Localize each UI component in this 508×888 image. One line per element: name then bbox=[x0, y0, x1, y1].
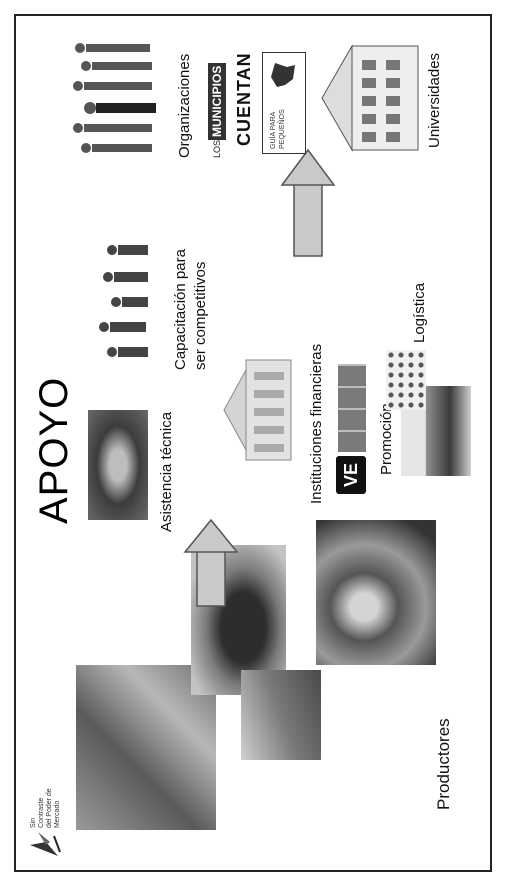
label-capacitacion-2: ser competitivos bbox=[192, 261, 209, 370]
label-promocion: Promoción bbox=[378, 403, 395, 475]
university-building-icon bbox=[321, 44, 419, 152]
technical-assistance-photo bbox=[88, 410, 148, 520]
map-icon bbox=[271, 63, 295, 87]
logistics-dots-photo bbox=[386, 350, 426, 410]
guia-text: GUÍA PARA PEQUEÑOS bbox=[270, 109, 286, 149]
label-capacitacion-1: Capacitación para bbox=[172, 249, 189, 370]
lmc-los-text: LOS bbox=[212, 139, 222, 158]
bank-building-icon bbox=[223, 359, 292, 461]
label-instituciones: Instituciones financieras bbox=[308, 343, 325, 504]
label-productores: Productores bbox=[434, 718, 453, 810]
lmc-cuentan-text: CUENTAN bbox=[234, 52, 254, 146]
label-universidades: Universidades bbox=[426, 52, 443, 148]
promo-blocks bbox=[338, 364, 366, 452]
guia-box: GUÍA PARA PEQUEÑOS bbox=[262, 52, 306, 154]
slide-title: APOYO bbox=[32, 376, 76, 524]
ve-badge: VE bbox=[336, 456, 366, 494]
label-asistencia: Asistencia técnica bbox=[158, 411, 175, 532]
lmc-municipios-text: MUNICIPIOS bbox=[208, 62, 226, 140]
field-photo bbox=[241, 670, 321, 760]
logo-text: Sin Contraste del Poder de Mercado bbox=[30, 788, 61, 828]
slide: Sin Contraste del Poder de Mercado Produ… bbox=[16, 16, 490, 870]
vegetables-photo bbox=[316, 520, 436, 665]
arrow-right-icon bbox=[183, 518, 239, 607]
organizations-people-icon bbox=[73, 43, 156, 153]
training-people-icon bbox=[99, 245, 148, 357]
agency-logo-icon bbox=[30, 832, 61, 856]
label-logistica: Logística bbox=[411, 282, 428, 343]
label-organizaciones: Organizaciones bbox=[176, 53, 193, 158]
arrow-right-icon-2 bbox=[280, 148, 336, 257]
municipios-logo: LOS MUNICIPIOS CUENTAN GUÍA PARA PEQUEÑO… bbox=[208, 48, 308, 158]
